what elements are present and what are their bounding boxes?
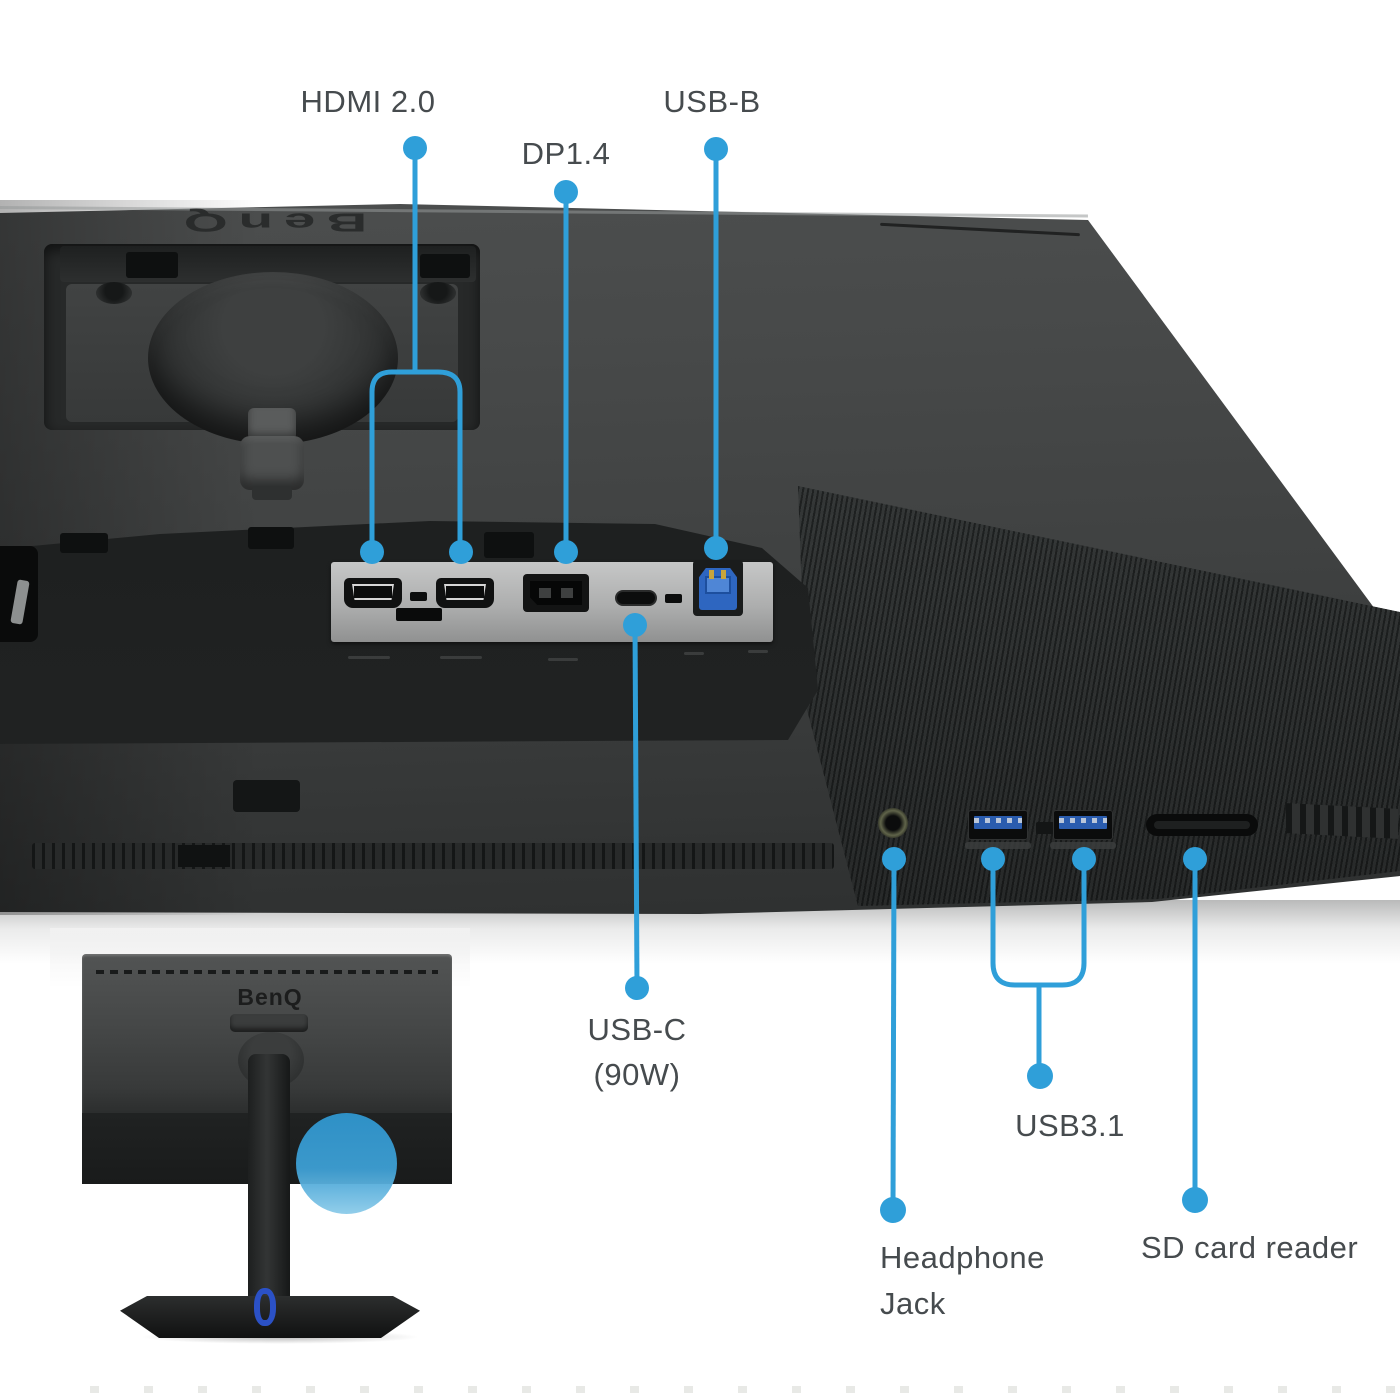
usb-b-label: USB-B (663, 84, 761, 119)
sd-card-slot-inner (1154, 821, 1250, 829)
usb-b-slot (705, 576, 731, 594)
headphone-label-line1: Headphone (880, 1240, 1045, 1275)
stand-latch-foot (252, 486, 292, 500)
panel-bar (396, 608, 442, 621)
headphone-jack-port (878, 808, 908, 838)
usb-c-label-line1: USB-C (587, 1012, 687, 1047)
panel-nub (410, 592, 427, 601)
usb-a-callout-bracket (990, 859, 1087, 988)
sd-label: SD card reader (1141, 1230, 1359, 1265)
displayport-pin (539, 588, 551, 598)
panel-nub (665, 594, 682, 603)
vent-slats (32, 843, 834, 869)
recess-tab (484, 532, 534, 558)
blue-highlight-circle (296, 1113, 397, 1214)
port-sublabel (548, 658, 578, 661)
small-monitor-mount-handle (230, 1014, 308, 1032)
hdmi-port-1 (344, 578, 402, 608)
small-monitor-vents (96, 970, 438, 974)
shell-notch (233, 780, 300, 812)
usb-c-callout-line (632, 624, 640, 989)
screw-hole (420, 282, 456, 304)
recess-tab (60, 533, 108, 553)
port-sublabel (348, 656, 390, 659)
vesa-slot (126, 252, 178, 278)
headphone-callout-line (890, 858, 897, 1211)
usb-b-port (693, 560, 743, 616)
callout-dots (360, 136, 1208, 1223)
displayport-slot (530, 581, 582, 605)
usb-a-port-1 (968, 810, 1028, 840)
usb-c-label-line2: (90W) (593, 1057, 681, 1092)
usb-a-connector (974, 816, 1022, 829)
bottom-crop-dashes (90, 1386, 1400, 1393)
usb-a-lip (965, 842, 1031, 849)
port-sublabel (440, 656, 482, 659)
usb-c-port (615, 590, 657, 606)
usb-a-connector (1059, 816, 1107, 829)
vent-notch (178, 845, 230, 867)
usb-b-pin (721, 570, 726, 579)
port-sublabel (684, 652, 704, 655)
usb-a-port-2 (1053, 810, 1113, 840)
benq-logo: BenQ (237, 984, 303, 1010)
usb-b-pin (709, 570, 714, 579)
usb31-label: USB3.1 (1015, 1108, 1125, 1143)
screw-hole (96, 282, 132, 304)
hdmi-callout-bracket (369, 369, 463, 552)
hdmi-port-2 (436, 578, 494, 608)
usb-a-lip (1050, 842, 1116, 849)
small-monitor-stand (248, 1054, 290, 1322)
port-sublabel (748, 650, 768, 653)
headphone-label-line2: Jack (880, 1286, 946, 1321)
dp-label: DP1.4 (521, 136, 611, 171)
cable-management-ring (254, 1288, 276, 1326)
recess-tab (248, 527, 294, 549)
sd-card-slot (1146, 814, 1258, 836)
vesa-slot (420, 254, 470, 278)
stand-latch (248, 408, 296, 440)
displayport-port (523, 574, 589, 612)
displayport-pin (561, 588, 573, 598)
hdmi-label: HDMI 2.0 (300, 84, 436, 119)
stand-latch-body (240, 436, 304, 490)
